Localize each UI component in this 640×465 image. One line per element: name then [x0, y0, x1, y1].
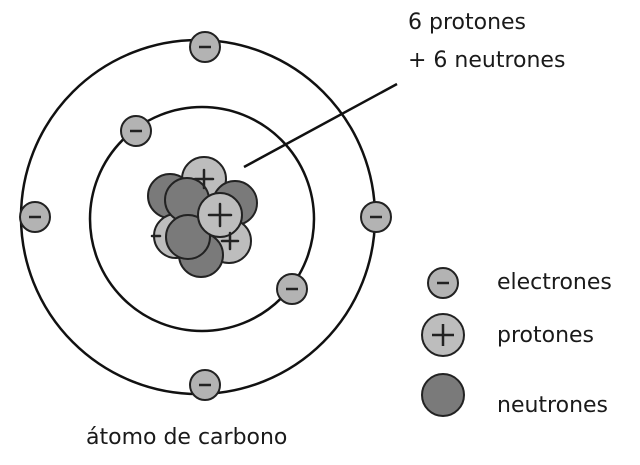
electron [189, 31, 221, 63]
nucleus-label-neutrons: + 6 neutrones [408, 48, 566, 73]
electrons [19, 31, 392, 401]
legend-neutron-symbol [421, 373, 465, 417]
legend-electron-symbol [427, 267, 459, 299]
legend-symbols [421, 267, 465, 417]
nucleus [147, 156, 258, 278]
nucleus-neutron [165, 214, 211, 260]
nucleus-pointer-line [243, 82, 398, 169]
electron [360, 201, 392, 233]
legend-label-electrons: electrones [497, 270, 612, 295]
nucleus-proton-signs [150, 168, 240, 251]
electron [276, 273, 308, 305]
electron [19, 201, 51, 233]
legend-proton-symbol [421, 313, 465, 357]
inner-orbit [88, 105, 316, 333]
legend-label-neutrons: neutrones [497, 393, 609, 418]
electron [120, 115, 152, 147]
diagram-caption: átomo de carbono [86, 425, 288, 450]
legend-label-protons: protones [497, 323, 595, 348]
nucleus-label-protons: 6 protones [408, 10, 527, 35]
electron [189, 369, 221, 401]
